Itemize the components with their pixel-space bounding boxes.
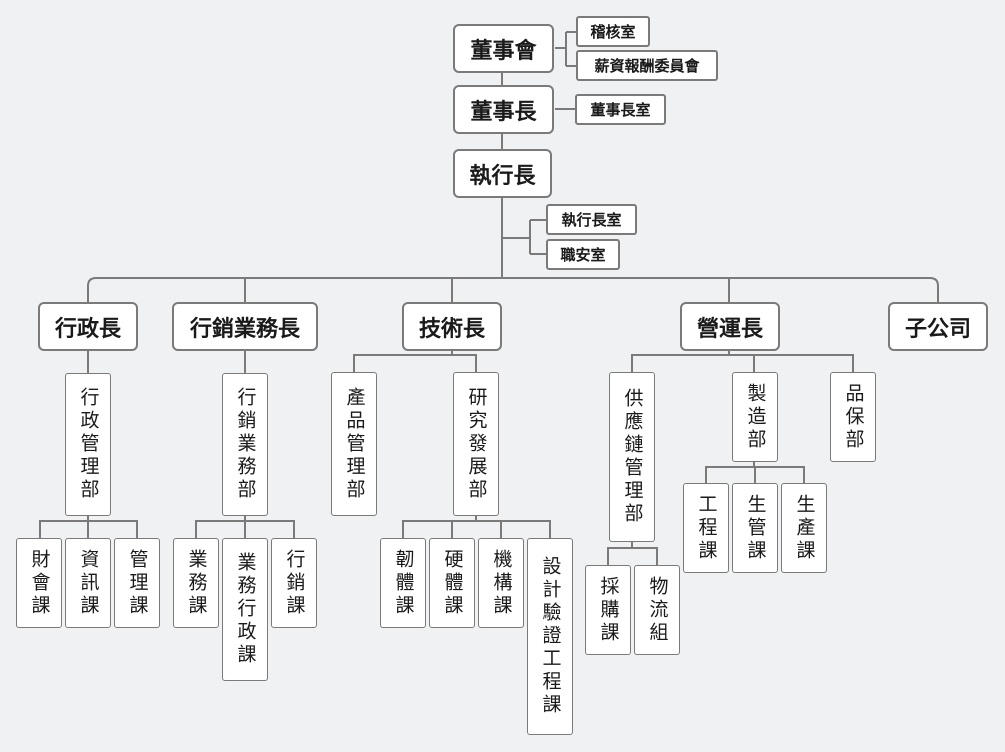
ops-head-box: 營運長: [680, 302, 780, 351]
ceo-box: 執行長: [453, 149, 552, 198]
safety-office-box: 職安室: [546, 239, 620, 270]
admin-head-box: 行政長: [38, 302, 138, 351]
prod-mgmt-box: 生管課: [732, 483, 778, 573]
sales-sec-box: 業務課: [173, 538, 219, 628]
rd-dept-box: 研究發展部: [453, 372, 499, 516]
board-box: 董事會: [453, 24, 554, 73]
purchase-box: 採購課: [585, 565, 631, 655]
firmware-box: 韌體課: [380, 538, 426, 628]
marketing-box: 行銷課: [271, 538, 317, 628]
admin-dept-box: 行政管理部: [65, 373, 111, 516]
qa-dept-box: 品保部: [830, 372, 876, 462]
sales-admin-box: 業務行政課: [222, 538, 268, 681]
mgmt-box: 管理課: [114, 538, 160, 628]
tech-head-box: 技術長: [402, 302, 502, 351]
logistics-box: 物流組: [634, 565, 680, 655]
ceo-office-box: 執行長室: [546, 204, 637, 235]
comp-committee-box: 薪資報酬委員會: [576, 50, 718, 81]
mech-box: 機構課: [478, 538, 524, 628]
hardware-box: 硬體課: [429, 538, 475, 628]
info-box: 資訊課: [65, 538, 111, 628]
production-box: 生產課: [781, 483, 827, 573]
mfg-dept-box: 製造部: [732, 372, 778, 462]
finance-box: 財會課: [16, 538, 62, 628]
subsidiary-box: 子公司: [888, 302, 988, 351]
sales-head-box: 行銷業務長: [172, 302, 318, 351]
sales-dept-box: 行銷業務部: [222, 373, 268, 516]
product-dept-box: 產品管理部: [331, 372, 377, 516]
dv-box: 設計驗證工程課: [527, 538, 573, 735]
chairman-box: 董事長: [453, 85, 554, 134]
eng-box: 工程課: [683, 483, 729, 573]
audit-office-box: 稽核室: [576, 16, 650, 47]
chairman-office-box: 董事長室: [575, 94, 666, 125]
scm-dept-box: 供應鏈管理部: [609, 372, 655, 542]
